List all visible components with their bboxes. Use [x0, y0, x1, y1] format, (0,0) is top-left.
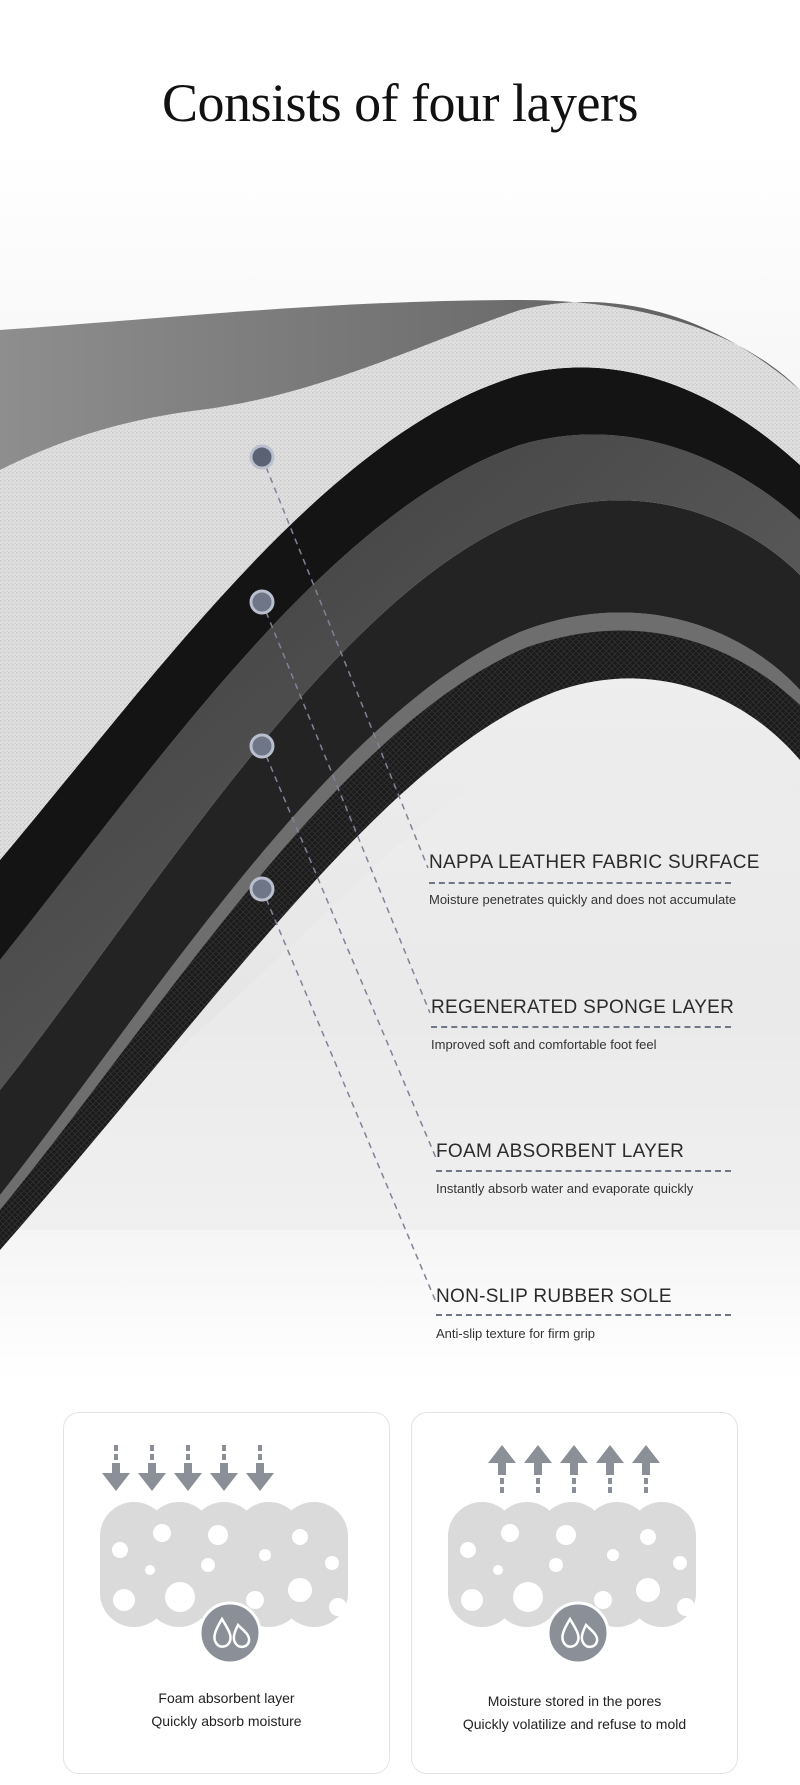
layer-label-nappa: NAPPA LEATHER FABRIC SURFACE Moisture pe… — [429, 852, 760, 907]
layer-name: REGENERATED SPONGE LAYER — [431, 997, 735, 1018]
label-underline — [436, 1170, 731, 1172]
label-underline — [436, 1314, 731, 1316]
card-caption-line-1: Moisture stored in the pores — [487, 1693, 662, 1709]
feature-card-pores: Moisture stored in the pores Quickly vol… — [411, 1412, 738, 1774]
card-caption-line-2: Quickly absorb moisture — [151, 1713, 302, 1729]
layer-description: Instantly absorb water and evaporate qui… — [436, 1181, 694, 1196]
marker-dot — [249, 733, 275, 759]
layer-description: Moisture penetrates quickly and does not… — [429, 892, 737, 907]
marker-dot — [249, 444, 275, 470]
arrows-down-into-foam-icon — [100, 1445, 348, 1665]
layer-description: Improved soft and comfortable foot feel — [431, 1037, 657, 1052]
layer-name: FOAM ABSORBENT LAYER — [436, 1141, 685, 1162]
layered-mat-illustration — [0, 150, 800, 1380]
layer-label-foam: FOAM ABSORBENT LAYER Instantly absorb wa… — [436, 1141, 693, 1196]
layer-label-rubber: NON-SLIP RUBBER SOLE Anti-slip texture f… — [436, 1286, 672, 1341]
arrows-up-out-of-foam-icon — [448, 1445, 696, 1665]
feature-card-absorb: Foam absorbent layer Quickly absorb mois… — [63, 1412, 390, 1774]
card-caption-line-1: Foam absorbent layer — [158, 1690, 295, 1706]
layer-name: NON-SLIP RUBBER SOLE — [436, 1286, 672, 1307]
card-caption-line-2: Quickly volatilize and refuse to mold — [462, 1716, 687, 1732]
marker-dot — [249, 876, 275, 902]
label-underline — [429, 882, 731, 884]
layer-name: NAPPA LEATHER FABRIC SURFACE — [429, 852, 760, 873]
layer-label-sponge: REGENERATED SPONGE LAYER Improved soft a… — [431, 997, 734, 1052]
page-title: Consists of four layers — [162, 73, 638, 133]
layer-description: Anti-slip texture for firm grip — [436, 1326, 595, 1341]
label-underline — [431, 1026, 731, 1028]
marker-dot — [249, 589, 275, 615]
